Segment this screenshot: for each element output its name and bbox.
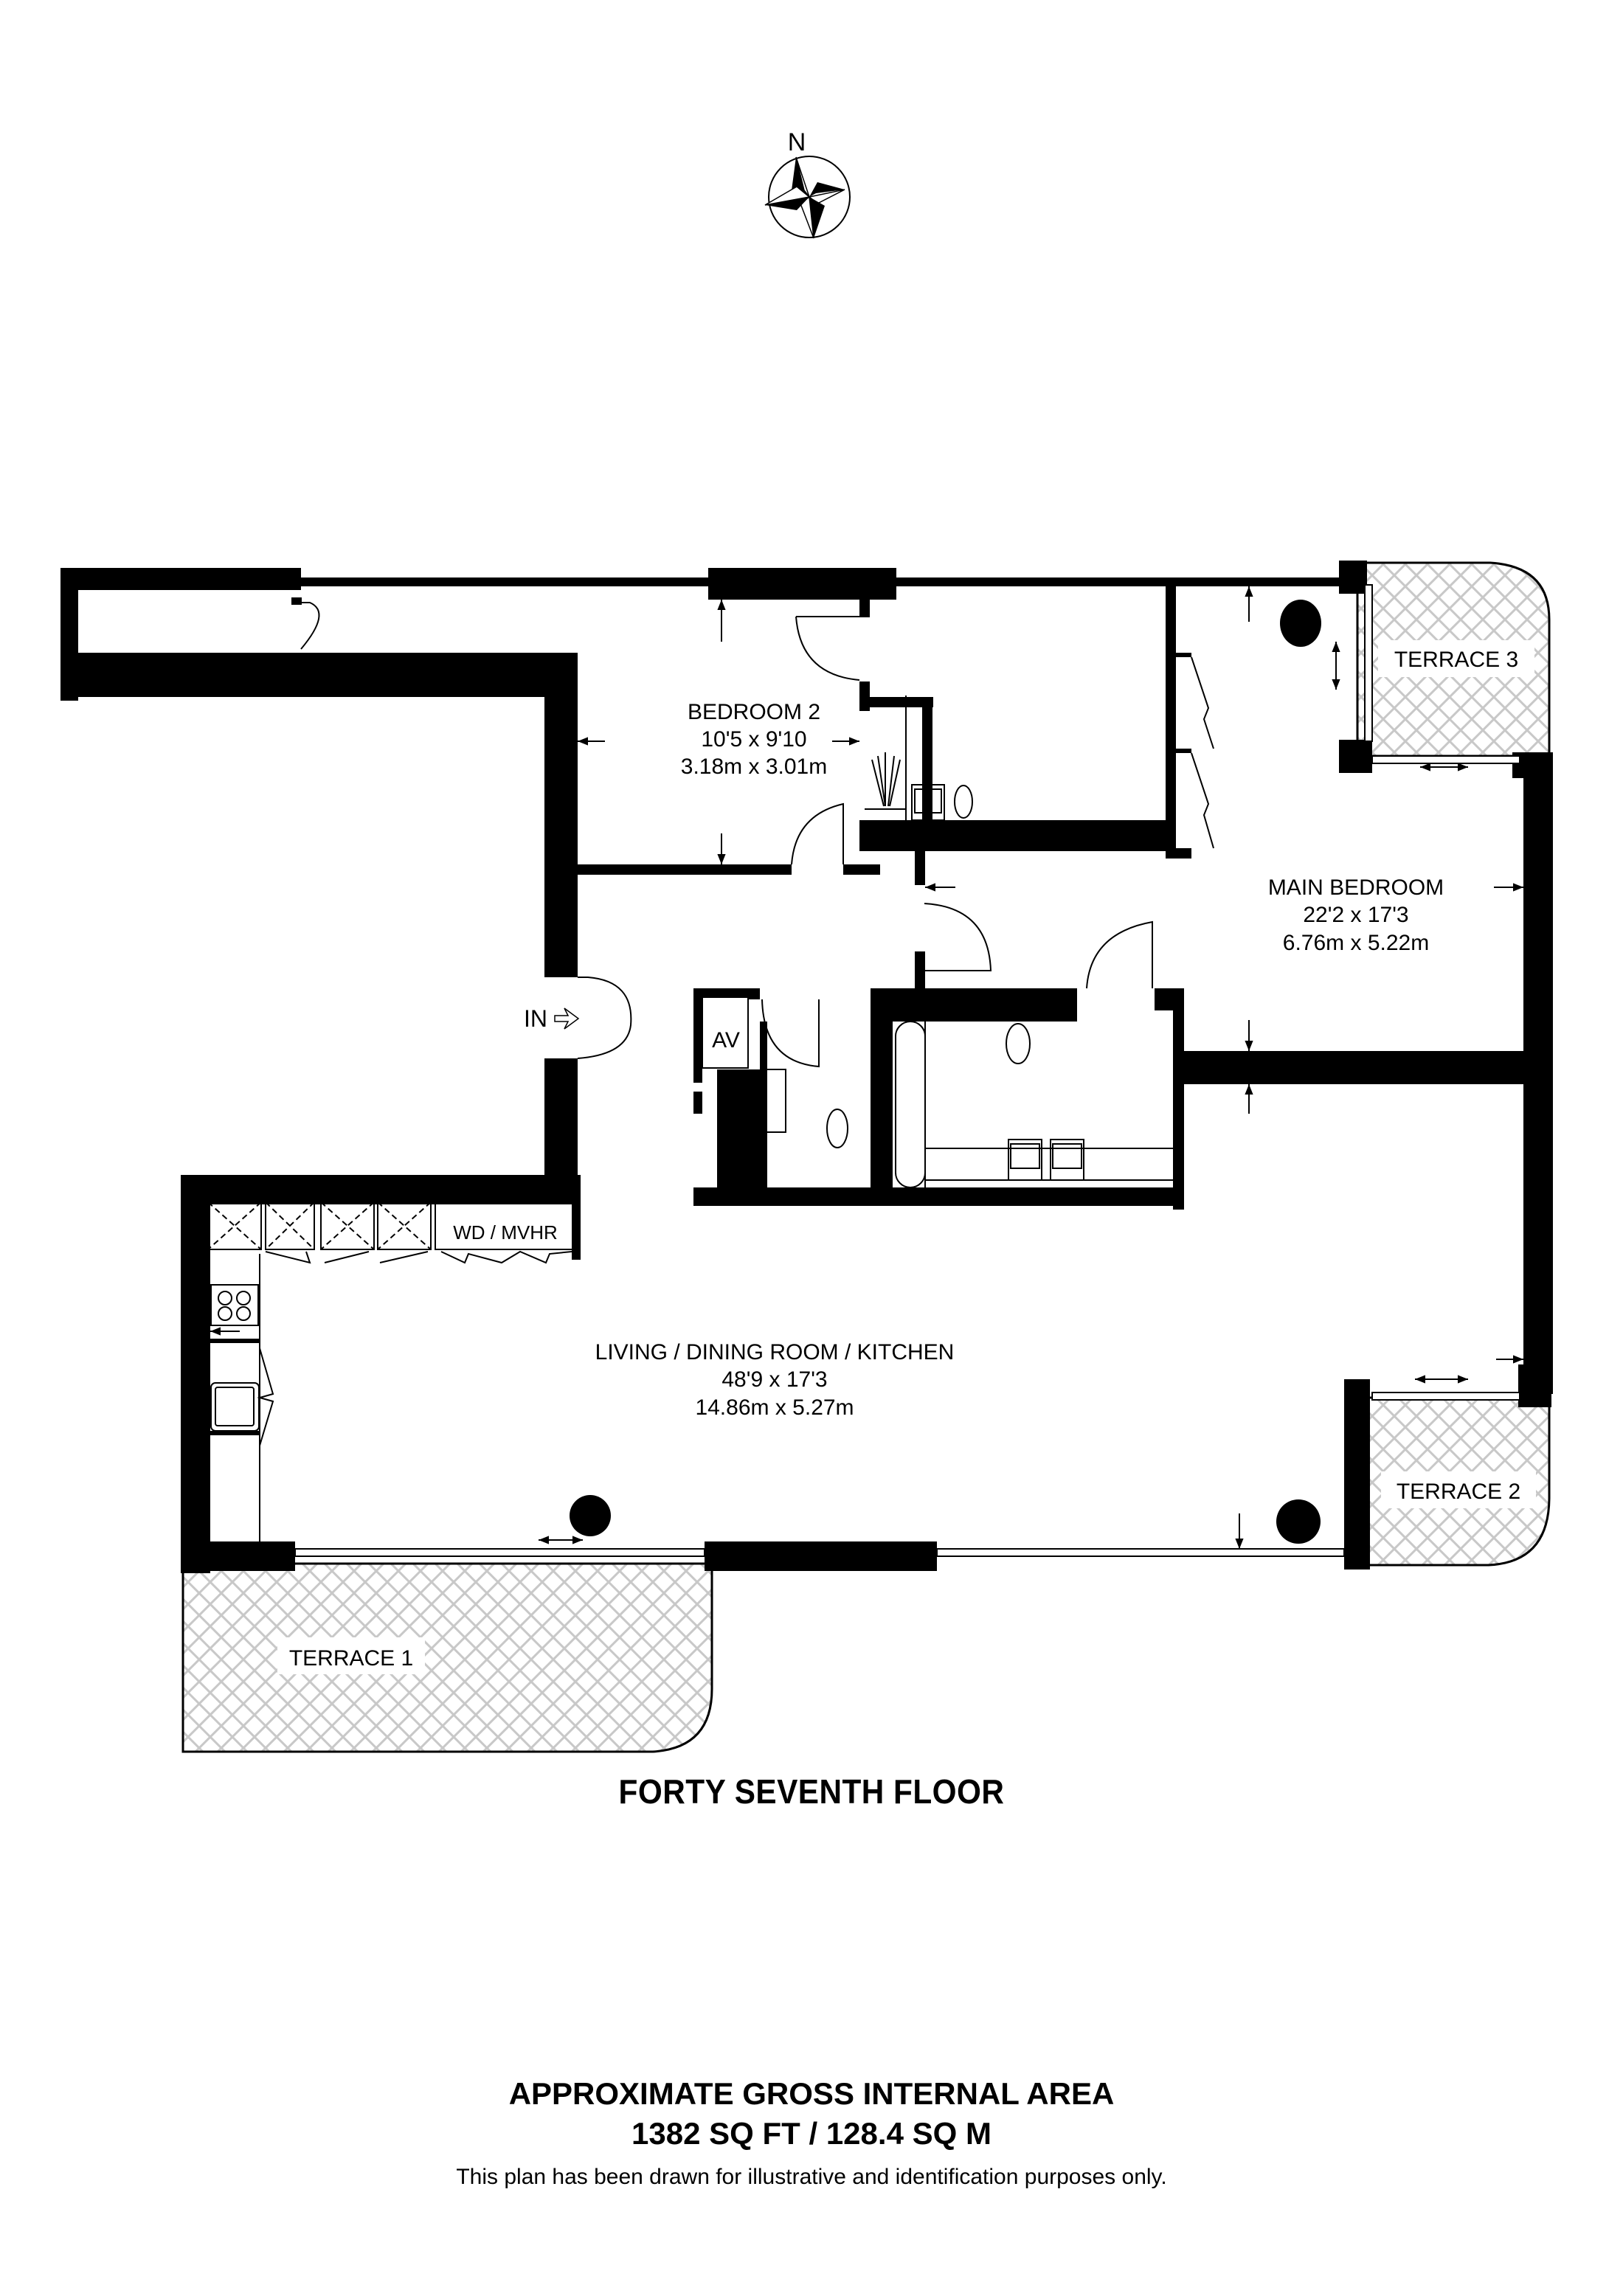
doors [300, 602, 1153, 1068]
disclaimer: This plan has been drawn for illustrativ… [456, 2165, 1167, 2189]
area-summary: APPROXIMATE GROSS INTERNAL AREA 1382 SQ … [0, 2074, 1623, 2154]
sanitaryware [761, 696, 1177, 1195]
living-metric: 14.86m x 5.27m [695, 1395, 854, 1420]
area-heading: APPROXIMATE GROSS INTERNAL AREA [508, 2076, 1115, 2111]
compass-rose-icon: N [764, 128, 851, 239]
utility-label: WD / MVHR [453, 1221, 558, 1244]
main-bedroom-name: MAIN BEDROOM [1268, 875, 1444, 900]
terrace-1: TERRACE 1 [181, 1562, 713, 1753]
terrace-1-label: TERRACE 1 [289, 1646, 413, 1671]
wardrobes [207, 656, 1214, 1541]
main-bedroom-metric: 6.76m x 5.22m [1283, 931, 1429, 955]
room-living-dining-kitchen: LIVING / DINING ROOM / KITCHEN 48'9 x 17… [595, 1340, 955, 1420]
floor-title: FORTY SEVENTH FLOOR [618, 1772, 1005, 1811]
terrace-2: TERRACE 2 [1367, 1396, 1551, 1567]
terrace-2-label: TERRACE 2 [1397, 1480, 1520, 1504]
dimension-arrows [210, 586, 1523, 1549]
windows [294, 584, 1520, 1557]
bedroom-2-name: BEDROOM 2 [688, 700, 820, 724]
room-bedroom-2: BEDROOM 2 10'5 x 9'10 3.18m x 3.01m [681, 700, 827, 779]
entrance-arrow-icon [554, 1007, 580, 1030]
room-main-bedroom: MAIN BEDROOM 22'2 x 17'3 6.76m x 5.22m [1268, 875, 1444, 955]
entrance-label: IN [524, 1005, 547, 1032]
main-bedroom-imperial: 22'2 x 17'3 [1303, 903, 1408, 927]
entrance-door [577, 977, 632, 1059]
living-imperial: 48'9 x 17'3 [721, 1367, 827, 1392]
bedroom-2-imperial: 10'5 x 9'10 [701, 727, 806, 752]
walls [60, 561, 1553, 1573]
terrace-3: TERRACE 3 [1356, 561, 1551, 757]
bedroom-2-metric: 3.18m x 3.01m [681, 755, 827, 779]
living-name: LIVING / DINING ROOM / KITCHEN [595, 1340, 955, 1364]
entrance-marker: IN [524, 1005, 580, 1032]
terrace-3-label: TERRACE 3 [1394, 648, 1518, 672]
av-cupboard: AV [702, 996, 749, 1069]
av-label: AV [712, 1028, 740, 1052]
compass-north-label: N [788, 128, 806, 156]
area-value: 1382 SQ FT / 128.4 SQ M [631, 2116, 992, 2151]
